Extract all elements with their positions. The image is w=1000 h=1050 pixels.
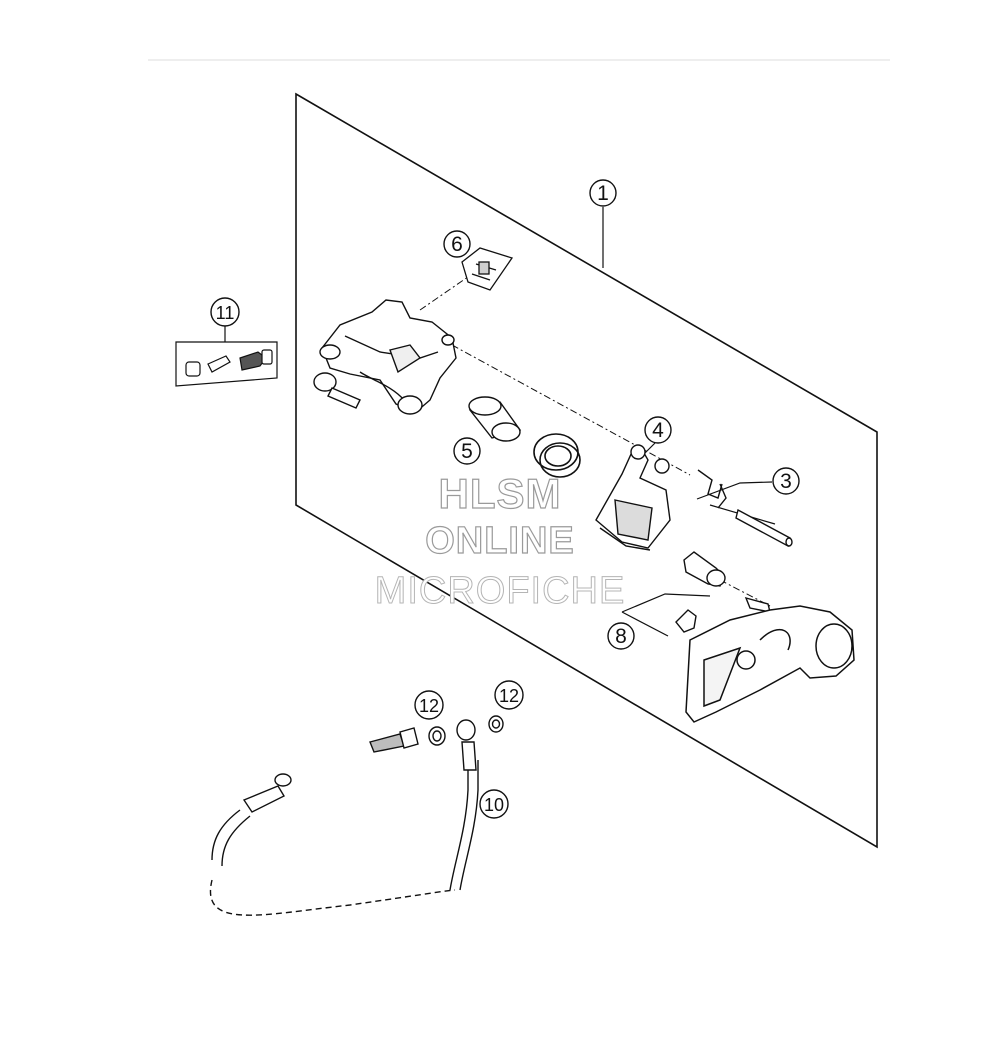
- slide-bolts: [675, 551, 771, 633]
- watermark-line-1: HLSM: [438, 469, 562, 517]
- callout-4-label: 4: [652, 419, 664, 442]
- callout-12-left-label: 12: [419, 696, 439, 716]
- watermark-line-3: MICROFICHE: [374, 570, 626, 613]
- callout-5-label: 5: [461, 440, 473, 463]
- caliper-body: [313, 299, 457, 415]
- callout-12-right: 12: [494, 680, 524, 710]
- washers-and-banjo-bolt: [369, 715, 504, 753]
- leader-lines: [224, 207, 776, 637]
- callout-12-right-label: 12: [499, 686, 519, 706]
- callout-11-label: 11: [216, 303, 235, 323]
- callout-12-left: 12: [414, 690, 444, 720]
- callout-5: 5: [453, 437, 481, 465]
- callout-10: 10: [479, 789, 509, 819]
- caliper-bracket: [685, 605, 855, 723]
- callout-3: 3: [772, 467, 800, 495]
- callout-6: 6: [443, 230, 471, 258]
- watermark-line-2: ONLINE: [425, 519, 575, 562]
- piston-seal: [533, 433, 581, 478]
- callout-3-label: 3: [780, 470, 792, 493]
- callout-4: 4: [644, 416, 672, 444]
- assembly-frame: [295, 92, 878, 849]
- brake-pads: [595, 444, 671, 551]
- callout-6-label: 6: [451, 233, 463, 256]
- piston: [468, 396, 522, 442]
- brake-hose: [209, 719, 479, 916]
- pad-pin: [697, 469, 793, 548]
- part-11-box: [175, 341, 278, 387]
- pad-spring: [461, 247, 514, 291]
- callout-1: 1: [589, 179, 617, 207]
- callout-8-label: 8: [615, 625, 627, 648]
- callout-11: 11: [210, 297, 240, 327]
- callout-1-label: 1: [597, 182, 609, 205]
- bleed-screw-set: [185, 349, 273, 377]
- callout-10-label: 10: [484, 795, 504, 815]
- callout-8: 8: [607, 622, 635, 650]
